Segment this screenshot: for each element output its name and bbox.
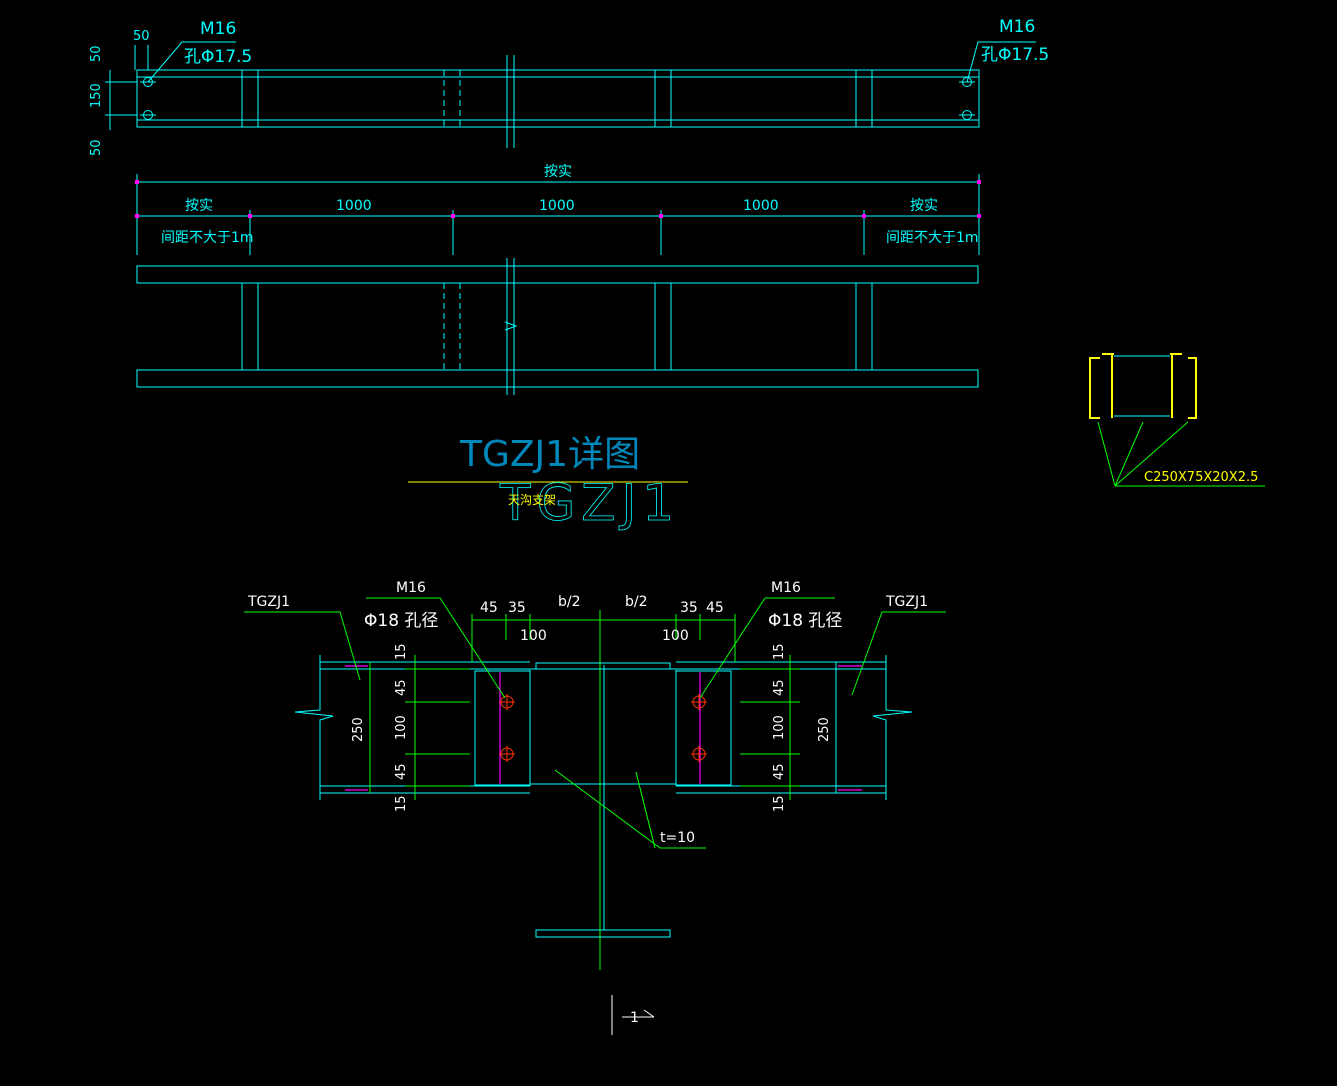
- dim-overall: 按实: [544, 164, 572, 180]
- dim-edge-top: 50: [89, 45, 104, 62]
- depth-right: 250: [817, 717, 832, 742]
- vdim-left-4: 15: [394, 795, 409, 812]
- vdim-right-2: 100: [772, 715, 787, 740]
- member-right: TGZJ1: [885, 594, 928, 610]
- dim-spacing-1: 1000: [336, 198, 372, 214]
- bolt-right: M16: [771, 580, 801, 596]
- column-bottom-flange: [535, 929, 671, 938]
- large-label: TGZJ1: [499, 474, 680, 532]
- vdim-left-0: 15: [394, 643, 409, 660]
- vdim-right-1: 45: [772, 679, 787, 696]
- dim-end-left: 按实: [185, 198, 213, 214]
- vdim-right-0: 15: [772, 643, 787, 660]
- dim-sub-right: 100: [662, 628, 689, 644]
- vdim-left-2: 100: [394, 715, 409, 740]
- note-right: 间距不大于1m: [886, 230, 979, 246]
- dim-sub-left: 100: [520, 628, 547, 644]
- dim-top-2: b/2: [558, 594, 581, 610]
- top-plan-view: [105, 41, 1036, 148]
- subtitle: 天沟支架: [508, 493, 556, 507]
- section-mark: [611, 995, 655, 1035]
- note-left: 间距不大于1m: [161, 230, 254, 246]
- connection-detail: TGZJ1 TGZJ1 M16 Φ18 孔径 M16 Φ18 孔径 45 35 …: [244, 580, 946, 1035]
- hole-right: Φ18 孔径: [768, 611, 842, 631]
- vdim-right-4: 15: [772, 795, 787, 812]
- dim-end-offset: 50: [133, 29, 150, 44]
- dim-top-4: 35: [680, 600, 698, 616]
- hole-left: Φ18 孔径: [364, 611, 438, 631]
- dim-top-0: 45: [480, 600, 498, 616]
- c-section-detail: C250X75X20X2.5: [1089, 353, 1265, 487]
- dimension-chain: [136, 174, 980, 255]
- end-plate-right: [675, 670, 732, 786]
- dim-top-1: 35: [508, 600, 526, 616]
- member-left: TGZJ1: [247, 594, 290, 610]
- plate-thickness: t=10: [660, 830, 695, 846]
- dim-end-right: 按实: [910, 198, 938, 214]
- dim-top-3: b/2: [625, 594, 648, 610]
- elevation-view: [136, 258, 979, 395]
- section-number: 1: [630, 1010, 639, 1026]
- purlin-outline: [136, 69, 980, 128]
- bottom-chord: [136, 369, 979, 388]
- title-block: TGZJ1详图 TGZJ1 天沟支架: [408, 434, 688, 532]
- hole-label-right: 孔Φ17.5: [981, 45, 1049, 65]
- dim-top-5: 45: [706, 600, 724, 616]
- dim-pitch: 150: [89, 83, 104, 108]
- dim-edge-bottom: 50: [89, 139, 104, 156]
- top-chord: [136, 265, 979, 284]
- c-section-label: C250X75X20X2.5: [1144, 470, 1258, 485]
- column-top-flange: [535, 662, 671, 670]
- end-plate-left: [474, 670, 531, 786]
- hole-label-left: 孔Φ17.5: [184, 47, 252, 67]
- depth-left: 250: [351, 717, 366, 742]
- detail-title: TGZJ1详图: [459, 434, 640, 475]
- vdim-left-1: 45: [394, 679, 409, 696]
- bolt-left: M16: [396, 580, 426, 596]
- vdim-left-3: 45: [394, 763, 409, 780]
- bolt-label-right: M16: [999, 17, 1035, 37]
- bolt-label-left: M16: [200, 19, 236, 39]
- vdim-right-3: 45: [772, 763, 787, 780]
- dim-spacing-3: 1000: [743, 198, 779, 214]
- dim-spacing-2: 1000: [539, 198, 575, 214]
